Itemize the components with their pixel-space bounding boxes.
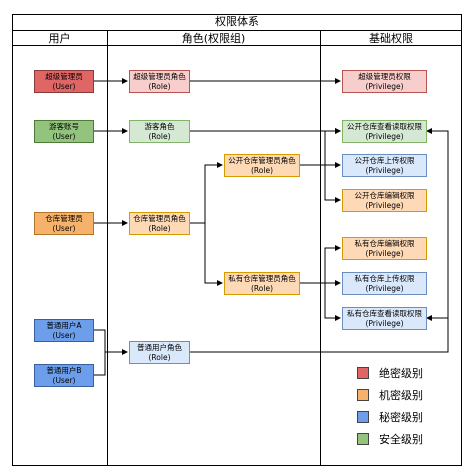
privilege-public-read[interactable]: 公开仓库查看读取权限 (Privilege) [342,120,427,143]
role-name: 游客角色 [144,121,175,131]
role-name: 仓库管理员角色 [133,213,186,223]
role-type: (Role) [148,223,171,233]
privilege-public-edit[interactable]: 公开仓库编辑权限 (Privilege) [342,189,427,212]
user-type: (User) [52,81,76,91]
role-name: 超级管理员角色 [133,71,186,81]
user-guest[interactable]: 游客账号 (User) [34,120,94,143]
column-divider-1 [107,31,108,466]
role-type: (Role) [148,352,171,362]
role-type: (Role) [250,165,273,175]
privilege-private-read[interactable]: 私有仓库查看读取权限 (Privilege) [342,307,427,330]
legend-safe: 安全级别 [357,432,423,446]
role-type: (Role) [250,283,273,293]
privilege-name: 超级管理员权限 [358,71,411,81]
user-name: 普通用户A [46,320,82,330]
user-name: 普通用户B [46,365,82,375]
diagram-frame [12,14,462,466]
role-name: 公开仓库管理员角色 [228,155,296,165]
column-header-roles: 角色(权限组) [107,31,320,46]
user-normal-a[interactable]: 普通用户A (User) [34,319,94,342]
user-normal-b[interactable]: 普通用户B (User) [34,364,94,387]
column-header-privileges: 基础权限 [320,31,462,46]
privilege-private-upload[interactable]: 私有仓库上传权限 (Privilege) [342,272,427,295]
user-name: 超级管理员 [45,71,83,81]
role-type: (Role) [148,81,171,91]
legend-swatch [357,433,369,445]
role-guest[interactable]: 游客角色 (Role) [129,120,190,143]
legend-confidential: 机密级别 [357,388,423,402]
role-public-repo-admin[interactable]: 公开仓库管理员角色 (Role) [224,154,300,177]
privilege-name: 公开仓库编辑权限 [354,190,415,200]
legend-label: 机密级别 [379,389,423,402]
privilege-super-admin[interactable]: 超级管理员权限 (Privilege) [342,70,427,93]
legend-label: 绝密级别 [379,367,423,380]
privilege-type: (Privilege) [365,318,404,328]
user-name: 仓库管理员 [45,213,83,223]
privilege-name: 私有仓库查看读取权限 [347,308,422,318]
user-type: (User) [52,375,76,385]
privilege-type: (Privilege) [365,165,404,175]
legend-swatch [357,389,369,401]
privilege-private-edit[interactable]: 私有仓库编辑权限 (Privilege) [342,237,427,260]
legend-label: 秘密级别 [379,411,423,424]
user-super-admin[interactable]: 超级管理员 (User) [34,70,94,93]
legend-secret: 秘密级别 [357,410,423,424]
role-private-repo-admin[interactable]: 私有仓库管理员角色 (Role) [224,272,300,295]
user-type: (User) [52,223,76,233]
privilege-name: 私有仓库上传权限 [354,273,415,283]
user-name: 游客账号 [49,121,79,131]
role-super-admin[interactable]: 超级管理员角色 (Role) [129,70,190,93]
diagram-title: 权限体系 [12,14,462,31]
privilege-type: (Privilege) [365,81,404,91]
role-normal-user[interactable]: 普通用户角色 (Role) [129,341,190,364]
role-name: 私有仓库管理员角色 [228,273,296,283]
user-type: (User) [52,131,76,141]
privilege-type: (Privilege) [365,248,404,258]
privilege-type: (Privilege) [365,283,404,293]
privilege-type: (Privilege) [365,131,404,141]
role-warehouse-admin[interactable]: 仓库管理员角色 (Role) [129,212,190,235]
privilege-type: (Privilege) [365,200,404,210]
column-divider-2 [320,31,321,466]
legend-swatch [357,367,369,379]
privilege-public-upload[interactable]: 公开仓库上传权限 (Privilege) [342,154,427,177]
column-header-users: 用户 [12,31,107,46]
privilege-name: 公开仓库查看读取权限 [347,121,422,131]
legend-top-secret: 绝密级别 [357,366,423,380]
legend-label: 安全级别 [379,433,423,446]
role-name: 普通用户角色 [137,342,182,352]
user-type: (User) [52,330,76,340]
legend-swatch [357,411,369,423]
user-warehouse-admin[interactable]: 仓库管理员 (User) [34,212,94,235]
role-type: (Role) [148,131,171,141]
privilege-name: 私有仓库编辑权限 [354,238,415,248]
privilege-name: 公开仓库上传权限 [354,155,415,165]
